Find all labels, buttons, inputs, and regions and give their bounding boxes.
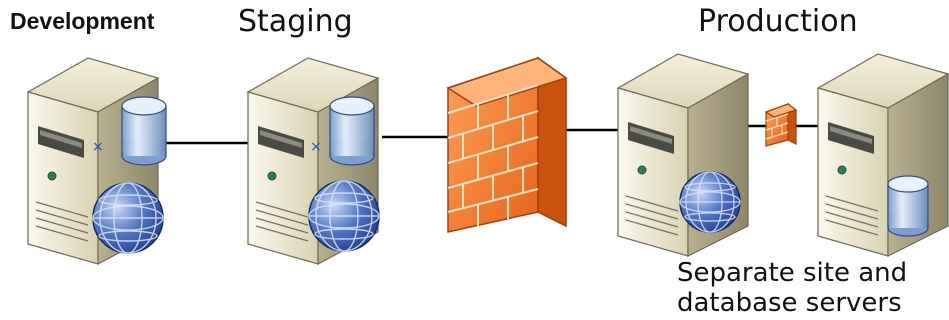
brick-wall-icon [447,84,539,227]
database-icon [329,96,375,166]
label-note-line2: database servers [677,288,902,318]
database-icon [121,96,167,166]
server-front [27,91,99,265]
brick-wall-icon [765,113,789,140]
label-development: Development [10,8,155,34]
server-front [247,91,319,265]
production-internal-firewall [764,102,798,147]
power-led [267,171,277,181]
power-led [637,165,647,175]
vent-grille [255,201,309,242]
label-note-line1: Separate site and [677,258,908,288]
globe-icon [679,171,741,233]
development-server: × [26,57,167,265]
power-led [47,171,57,181]
vent-grille [825,195,879,236]
label-production: Production [698,4,858,39]
vent-grille [625,195,679,236]
production-site-server [616,53,750,257]
server-front [617,87,689,257]
globe-icon [308,180,380,252]
firewall [446,56,568,233]
server-front [817,87,889,257]
label-staging: Staging [238,4,353,39]
svg-text:×: × [310,139,322,155]
database-icon [887,175,929,237]
power-led [837,165,847,175]
svg-text:×: × [92,139,104,155]
globe-icon [92,182,164,254]
production-database-server [816,53,949,257]
firewall-top [446,57,568,107]
staging-server: × [246,57,380,265]
vent-grille [35,201,89,242]
